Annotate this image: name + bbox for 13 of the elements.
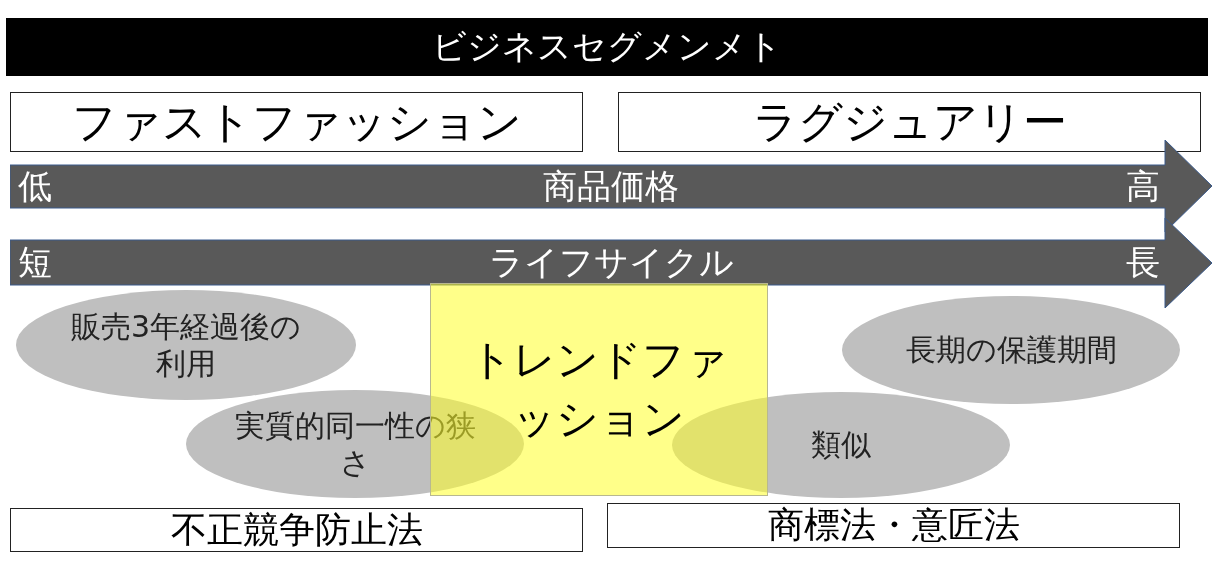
- axis-title: ライフサイクル: [488, 240, 734, 284]
- scale-label: 短: [18, 240, 52, 284]
- category-box: ファストファッション: [10, 92, 583, 152]
- scale-label: 低: [18, 164, 52, 208]
- category-box: ラグジュアリー: [618, 92, 1201, 152]
- law-box: 商標法・意匠法: [607, 503, 1180, 548]
- topic-ellipse: 長期の保護期間: [842, 296, 1180, 404]
- axis-title: 商品価格: [543, 164, 679, 208]
- segment-banner: ビジネスセグメンメト: [6, 18, 1208, 76]
- scale-label: 長: [1126, 240, 1160, 284]
- law-box: 不正競争防止法: [10, 508, 583, 552]
- topic-ellipse: 販売3年経過後の利用: [16, 290, 356, 400]
- scale-label: 高: [1126, 164, 1160, 208]
